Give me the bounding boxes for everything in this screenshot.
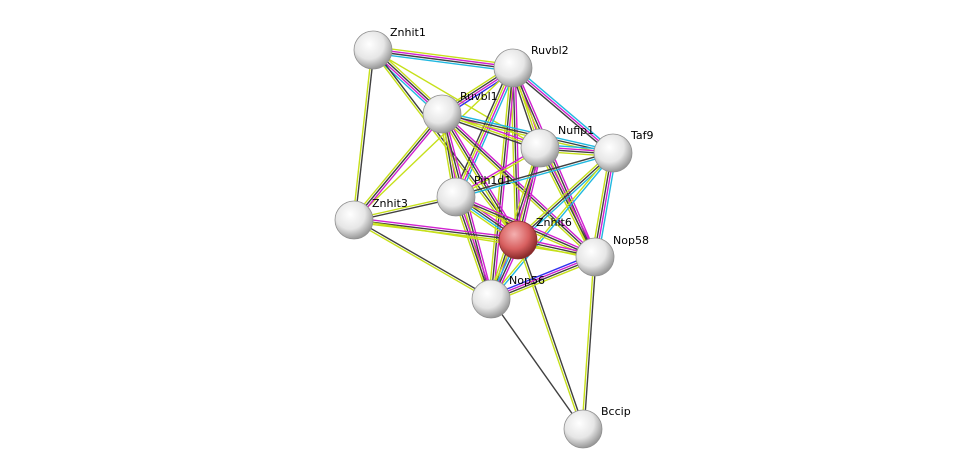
- node-bubble[interactable]: [436, 177, 476, 217]
- node-label[interactable]: Znhit3: [372, 197, 408, 210]
- edge-nop56-bccip[interactable]: [490, 298, 584, 430]
- edge-evidence-line: [373, 48, 514, 68]
- node-label[interactable]: Nop58: [613, 234, 649, 247]
- edge-evidence-line: [443, 112, 521, 240]
- edge-znhit6-bccip[interactable]: [516, 239, 585, 430]
- edge-ruvbl1-nop58[interactable]: [440, 111, 597, 260]
- edge-evidence-line: [353, 220, 491, 301]
- node-znhit6[interactable]: Znhit6: [498, 216, 572, 260]
- edge-evidence-line: [372, 52, 513, 72]
- edge-evidence-line: [513, 65, 615, 152]
- edge-evidence-line: [373, 46, 514, 66]
- edge-evidence-line: [583, 257, 597, 430]
- node-label[interactable]: Ruvbl1: [460, 90, 498, 103]
- node-nufip1[interactable]: Nufip1: [520, 124, 594, 168]
- node-bubble[interactable]: [593, 133, 633, 173]
- edge-znhit3-nop56[interactable]: [353, 218, 492, 301]
- edge-evidence-line: [537, 148, 594, 259]
- node-ruvbl1[interactable]: Ruvbl1: [422, 90, 498, 134]
- node-bubble[interactable]: [520, 128, 560, 168]
- edge-ruvbl2-pih1d1[interactable]: [452, 66, 517, 199]
- node-label[interactable]: Ruvbl2: [531, 44, 569, 57]
- edge-evidence-line: [512, 67, 614, 154]
- edge-evidence-line: [440, 115, 594, 260]
- node-pih1d1[interactable]: Pih1d1: [436, 174, 511, 217]
- edge-nop58-bccip[interactable]: [581, 256, 597, 430]
- edge-evidence-line: [373, 48, 520, 240]
- node-label[interactable]: Nop56: [509, 274, 545, 287]
- edge-evidence-line: [581, 256, 595, 429]
- node-label[interactable]: Nufip1: [558, 124, 594, 137]
- node-nop56[interactable]: Nop56: [471, 274, 545, 319]
- edge-evidence-line: [442, 111, 614, 152]
- edge-evidence-line: [443, 111, 597, 256]
- edge-evidence-line: [354, 50, 375, 221]
- node-bubble[interactable]: [334, 200, 374, 240]
- edge-ruvbl2-taf9[interactable]: [511, 65, 615, 156]
- node-bubble[interactable]: [493, 48, 533, 88]
- edge-nufip1-nop58[interactable]: [537, 146, 598, 259]
- node-znhit1[interactable]: Znhit1: [353, 26, 426, 70]
- node-bubble[interactable]: [471, 279, 511, 319]
- edge-znhit1-ruvbl2[interactable]: [372, 46, 514, 72]
- edge-evidence-line: [491, 153, 615, 301]
- edge-evidence-line: [517, 152, 614, 241]
- edge-evidence-line: [354, 217, 519, 239]
- node-bubble[interactable]: [498, 220, 538, 260]
- edge-evidence-line: [456, 153, 614, 199]
- node-label[interactable]: Znhit1: [390, 26, 426, 39]
- edge-evidence-line: [492, 68, 516, 300]
- node-bubble[interactable]: [563, 409, 603, 449]
- node-nop58[interactable]: Nop58: [575, 234, 649, 277]
- edge-evidence-line: [452, 66, 511, 196]
- node-bccip[interactable]: Bccip: [563, 405, 631, 449]
- node-bubble[interactable]: [422, 94, 462, 134]
- node-znhit3[interactable]: Znhit3: [334, 197, 408, 240]
- node-label[interactable]: Pih1d1: [474, 174, 511, 187]
- edge-evidence-line: [490, 298, 584, 430]
- node-taf9[interactable]: Taf9: [593, 129, 654, 173]
- edge-evidence-line: [372, 50, 513, 70]
- edge-taf9-pih1d1[interactable]: [455, 151, 614, 199]
- edge-evidence-line: [541, 146, 598, 257]
- edge-evidence-line: [355, 114, 445, 222]
- edge-evidence-line: [518, 239, 585, 429]
- edge-evidence-line: [441, 113, 596, 258]
- edge-evidence-line: [539, 147, 596, 258]
- edge-evidence-line: [352, 49, 373, 220]
- edge-evidence-line: [455, 151, 613, 197]
- edge-ruvbl2-znhit3[interactable]: [353, 67, 514, 221]
- node-ruvbl2[interactable]: Ruvbl2: [493, 44, 569, 88]
- edge-evidence-line: [516, 240, 583, 430]
- edge-evidence-line: [354, 218, 492, 299]
- edge-evidence-line: [454, 67, 513, 197]
- edge-evidence-line: [489, 151, 613, 299]
- node-label[interactable]: Taf9: [630, 129, 654, 142]
- edge-evidence-line: [353, 67, 514, 221]
- edge-evidence-line: [353, 113, 443, 221]
- edge-evidence-line: [516, 150, 612, 239]
- edge-evidence-line: [351, 112, 441, 220]
- edge-evidence-line: [458, 69, 517, 199]
- edge-evidence-line: [456, 68, 515, 198]
- edge-evidence-line: [511, 69, 613, 156]
- edge-evidence-line: [510, 68, 517, 241]
- edge-evidence-line: [514, 66, 598, 257]
- edge-znhit1-znhit3[interactable]: [352, 49, 375, 221]
- node-bubble[interactable]: [575, 237, 615, 277]
- edge-taf9-nop56[interactable]: [489, 151, 615, 301]
- node-label[interactable]: Znhit6: [536, 216, 572, 229]
- edge-evidence-line: [353, 219, 519, 241]
- node-bubble[interactable]: [353, 30, 393, 70]
- node-label[interactable]: Bccip: [601, 405, 631, 418]
- edge-ruvbl1-znhit3[interactable]: [351, 112, 445, 222]
